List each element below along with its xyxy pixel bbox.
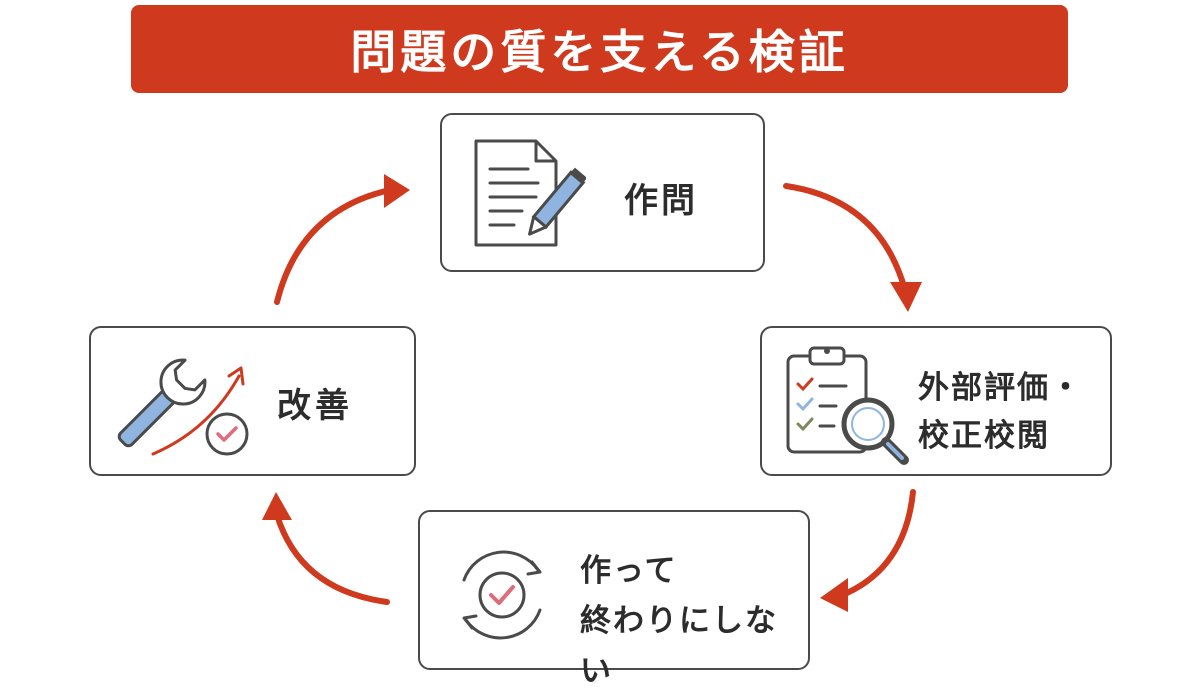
arrow-top-left	[274, 187, 393, 305]
arrowhead-bottom-left	[262, 492, 292, 520]
step-card-sakumon: 作問	[440, 113, 765, 272]
step-card-kaizen: 改善	[89, 326, 416, 476]
arrow-bottom-right	[837, 489, 916, 599]
step-label-external-review: 外部評価・ 校正校閲	[918, 370, 1083, 454]
title-banner: 問題の質を支える検証	[131, 5, 1068, 93]
arrow-bottom-left	[274, 512, 390, 605]
cycle-arrows	[262, 174, 922, 612]
document-pencil-icon	[466, 135, 588, 255]
cycle-check-icon	[442, 540, 562, 654]
step-card-continuous: 作って 終わりにしない	[418, 510, 810, 689]
arrowhead-bottom-right	[820, 578, 848, 612]
arrowhead-top-left	[384, 174, 410, 208]
arrowhead-top-right	[890, 282, 922, 312]
wrench-growth-icon	[109, 346, 259, 466]
step-label-sakumon: 作問	[624, 181, 698, 221]
step-card-external-review: 外部評価・ 校正校閲	[760, 326, 1112, 476]
step-label-kaizen: 改善	[277, 386, 353, 426]
page-title: 問題の質を支える検証	[350, 25, 849, 79]
clipboard-magnifier-icon	[780, 342, 912, 470]
step-label-continuous: 作って 終わりにしない	[580, 553, 778, 689]
arrow-top-right	[783, 183, 908, 293]
